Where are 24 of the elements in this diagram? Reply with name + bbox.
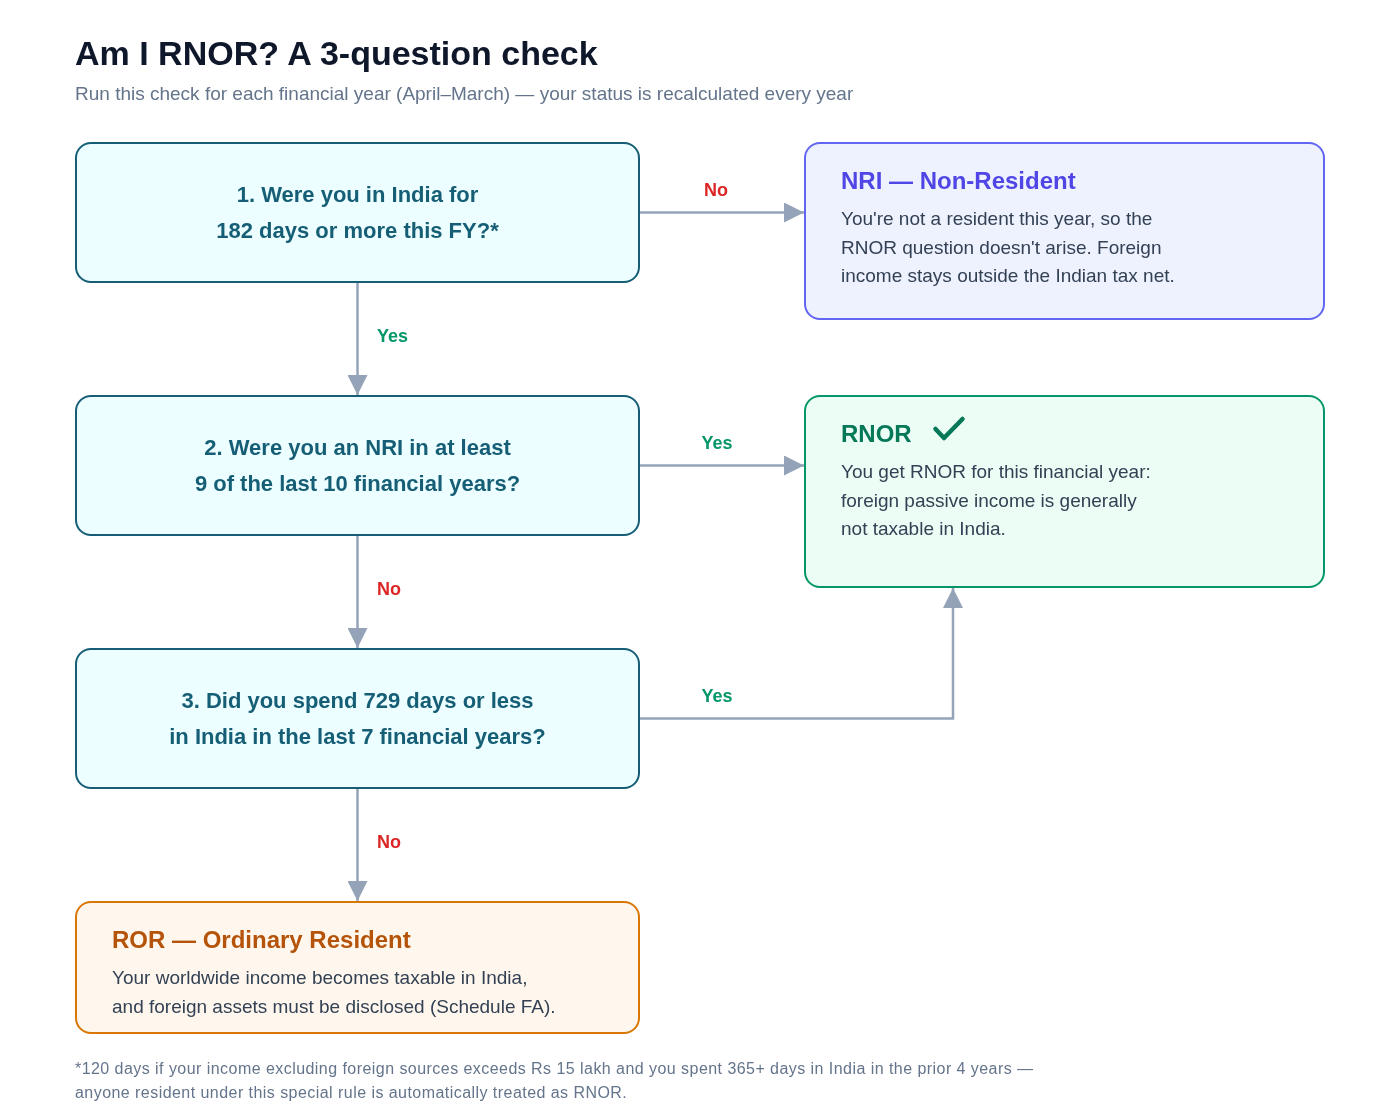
question-text: 3. Did you spend 729 days or less in India in the last 7 financial years?	[169, 686, 546, 751]
question-text: 2. Were you an NRI in at least 9 of the last 10 financial years?	[194, 433, 521, 498]
outcome-box	[75, 901, 640, 1034]
outcome-description: Your worldwide income becomes taxable in India, and foreign assets must be disclosed (Schedule FA).	[112, 966, 557, 1019]
arrow	[640, 588, 963, 720]
question-text: 1. Were you in India for 182 days or more this FY?*	[216, 180, 499, 245]
outcome-heading: RNOR	[841, 419, 912, 449]
subtitle: Run this check for each financial year (April–March) — your status is recalculated every year	[75, 82, 854, 106]
outcome-description: You're not a resident this year, so the RNOR question doesn't arise. Foreign income stays outside the Indian tax net.	[841, 207, 1176, 288]
arrow	[347, 283, 368, 395]
arrow	[640, 455, 804, 476]
outcome-heading: NRI — Non-Resident	[841, 166, 1076, 196]
outcome-box	[804, 142, 1325, 320]
question-box	[75, 395, 640, 536]
outcome-heading: ROR — Ordinary Resident	[112, 925, 411, 955]
outcome-box	[804, 395, 1325, 588]
outcome-description: You get RNOR for this financial year: foreign passive income is generally not taxable in India.	[841, 460, 1152, 541]
arrow	[347, 536, 368, 648]
arrow	[347, 789, 368, 901]
footnote: *120 days if your income excluding foreign sources exceeds Rs 15 lakh and you spent 365+ days in India in the prior 4 years — anyone resident under this special rule is automatically treated as RNOR.	[75, 1059, 1034, 1103]
title: Am I RNOR? A 3-question check	[75, 33, 598, 73]
question-box	[75, 648, 640, 789]
question-box	[75, 142, 640, 283]
arrow	[640, 202, 804, 223]
